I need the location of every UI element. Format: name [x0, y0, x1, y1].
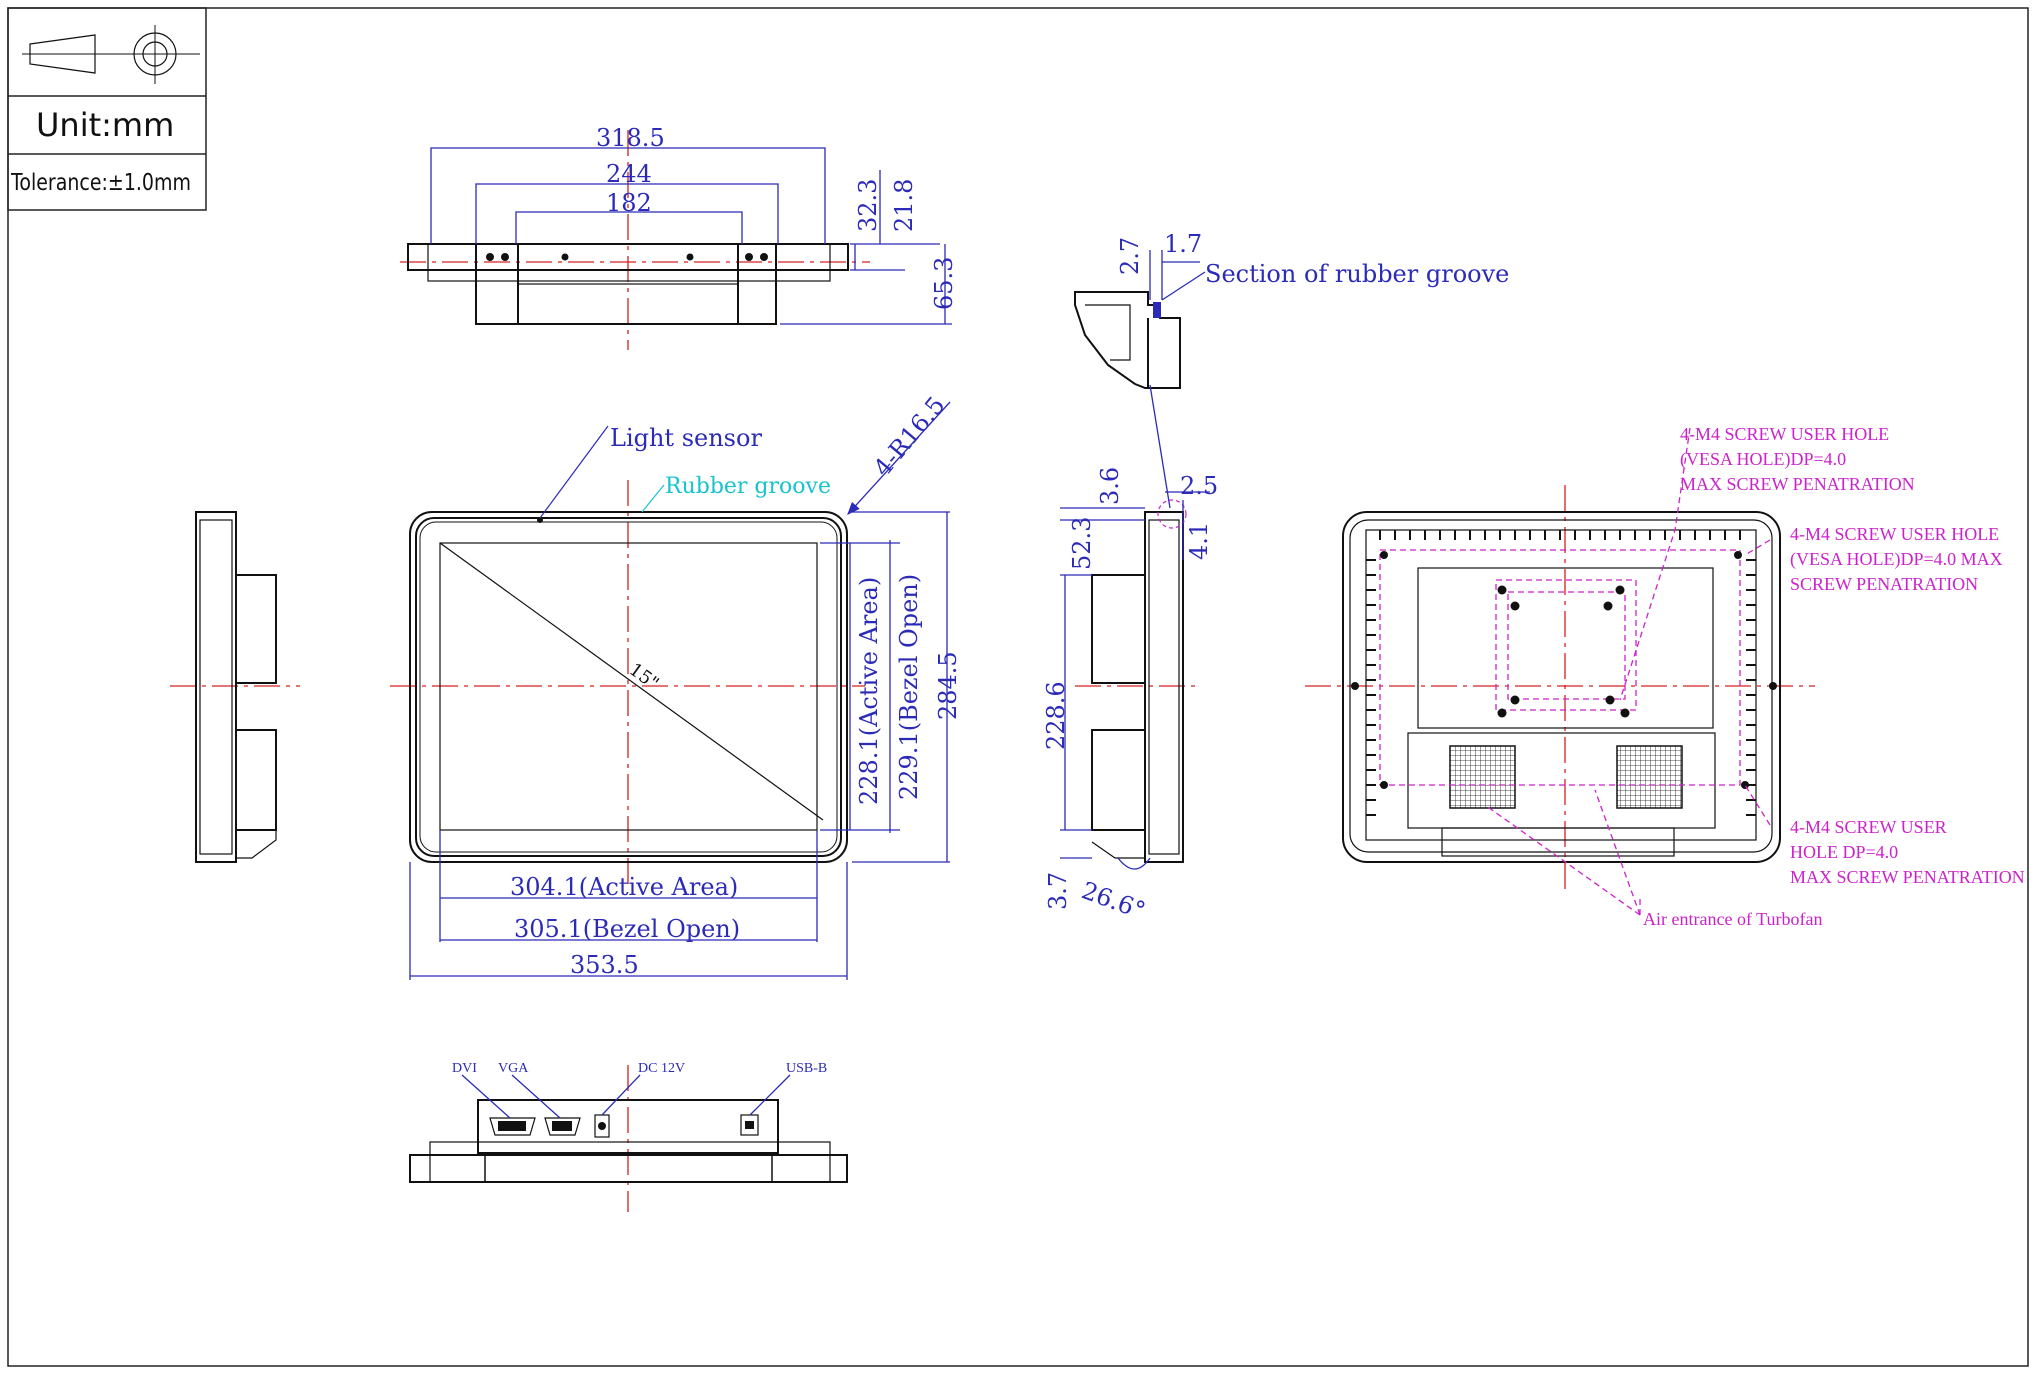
dim-32-3: 32.3 — [854, 179, 882, 232]
bezel-height-label: 229.1(Bezel Open) — [895, 574, 923, 800]
dim-2-5: 2.5 — [1180, 472, 1218, 500]
dim-2-7: 2.7 — [1116, 237, 1144, 275]
lower-note-line-1: 4-M4 SCREW USER — [1790, 817, 1947, 837]
left-side-view — [170, 511, 300, 863]
first-angle-projection-icon — [22, 25, 200, 84]
radius-label: 4-R16.5 — [868, 391, 950, 482]
lower-note-line-2: HOLE DP=4.0 — [1790, 842, 1898, 862]
overall-height-label: 284.5 — [934, 651, 962, 720]
dim-65-3: 65.3 — [930, 257, 958, 310]
light-sensor-label: Light sensor — [610, 424, 762, 452]
dim-3-7: 3.7 — [1044, 872, 1072, 910]
usb-b-port-icon — [740, 1114, 759, 1136]
rubber-groove-label: Rubber groove — [665, 474, 831, 499]
dim-3-6: 3.6 — [1096, 467, 1124, 505]
mount-note-line-3: SCREW PENATRATION — [1790, 574, 1978, 594]
mount-note-line-1: 4-M4 SCREW USER HOLE — [1790, 524, 1999, 544]
dim-1-7: 1.7 — [1164, 230, 1202, 258]
title-block: Unit:mm Tolerance:±1.0mm — [7, 7, 207, 211]
dvi-port-icon — [489, 1117, 536, 1136]
unit-label: Unit:mm — [36, 106, 174, 144]
rear-view: 4-M4 SCREW USER HOLE (VESA HOLE)DP=4.0 M… — [1305, 424, 2025, 929]
dim-26-6-deg: 26.6° — [1078, 876, 1149, 925]
section-label: Section of rubber groove — [1205, 260, 1509, 288]
bottom-view: DVI VGA DC 12V USB-B — [409, 1061, 848, 1212]
tolerance-label: Tolerance:±1.0mm — [10, 170, 191, 196]
fan-note: Air entrance of Turbofan — [1643, 909, 1822, 929]
overall-width-label: 353.5 — [570, 951, 639, 979]
vesa-note-line-2: (VESA HOLE)DP=4.0 — [1680, 449, 1846, 470]
vga-port-icon — [544, 1117, 581, 1136]
vesa-note-line-3: MAX SCREW PENATRATION — [1680, 474, 1915, 494]
dim-244: 244 — [606, 160, 652, 188]
top-view: 318.5 244 182 32.3 21.8 65.3 — [400, 124, 958, 350]
right-side-view: 3.6 2.5 52.3 4.1 228.6 3.7 26.6° — [1042, 467, 1218, 925]
dim-52-3: 52.3 — [1068, 517, 1096, 570]
active-height-label: 228.1(Active Area) — [855, 577, 883, 805]
lower-note-line-3: MAX SCREW PENATRATION — [1790, 867, 2025, 887]
dim-228-6: 228.6 — [1042, 681, 1070, 750]
port-label-usb-b: USB-B — [786, 1061, 827, 1076]
dim-4-1: 4.1 — [1185, 522, 1213, 560]
sheet-border — [7, 7, 2029, 1367]
port-label-dc: DC 12V — [638, 1061, 685, 1076]
dim-21-8: 21.8 — [890, 179, 918, 232]
vesa-note-line-1: 4-M4 SCREW USER HOLE — [1680, 424, 1889, 444]
section-view: 2.7 1.7 Section of rubber groove — [1074, 230, 1509, 509]
port-label-dvi: DVI — [452, 1061, 477, 1076]
mount-note-line-2: (VESA HOLE)DP=4.0 MAX — [1790, 549, 2003, 570]
port-label-vga: VGA — [498, 1061, 529, 1076]
rear-vent-ticks — [1366, 530, 1756, 816]
front-view: 15" Light sensor Rubber groove 4-R16.5 2… — [390, 391, 962, 980]
dim-318-5: 318.5 — [596, 124, 665, 152]
dim-182: 182 — [606, 189, 652, 217]
dc-jack-icon — [594, 1114, 610, 1138]
diagonal-label: 15" — [625, 659, 663, 694]
bezel-width-label: 305.1(Bezel Open) — [514, 915, 740, 943]
active-width-label: 304.1(Active Area) — [510, 873, 738, 901]
